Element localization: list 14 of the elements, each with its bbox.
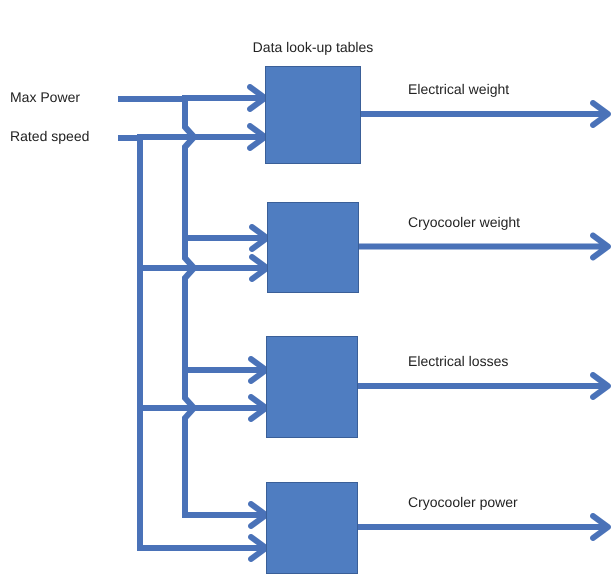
- edge-label: Electrical weight: [408, 81, 510, 97]
- output-arrow: [359, 232, 611, 260]
- input-label: Max Power: [10, 89, 118, 109]
- input-label: Rated speed: [10, 128, 118, 148]
- lookup-table-box: [266, 336, 358, 438]
- output-arrow: [361, 100, 611, 128]
- box-heading: Data look-up tables: [252, 38, 374, 57]
- edge-label: Electrical losses: [408, 353, 508, 369]
- lookup-table-box: [267, 202, 359, 293]
- output-arrow: [358, 372, 611, 400]
- edge-label: Cryocooler power: [408, 494, 518, 510]
- lookup-table-box: [266, 482, 358, 574]
- output-arrow: [358, 513, 611, 541]
- edge-label: Cryocooler weight: [408, 214, 520, 230]
